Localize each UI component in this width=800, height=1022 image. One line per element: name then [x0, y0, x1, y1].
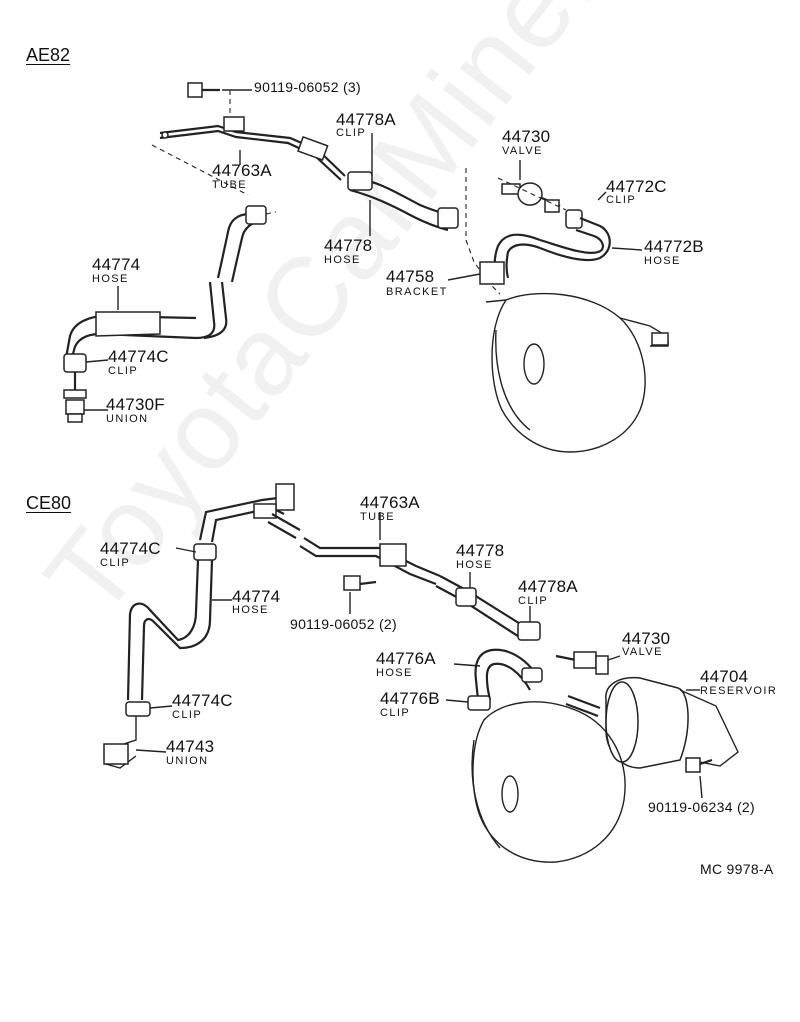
part-name-clip-main: CLIP	[108, 365, 139, 377]
part-label-hose-b: 44776A	[376, 649, 436, 668]
ae82-tube	[159, 116, 346, 181]
part-name-hose: HOSE	[456, 559, 493, 571]
part-label-clip-main: 44774C	[108, 347, 169, 366]
part-label-clip-b: 44776B	[380, 689, 440, 708]
ce80-hose-44776a	[445, 648, 543, 711]
ae82-hose-44774	[63, 205, 277, 423]
part-name-union: UNION	[106, 413, 149, 425]
ce80-reservoir	[565, 676, 739, 769]
part-label-union: 44730F	[106, 395, 165, 414]
ce80-bolt	[343, 575, 377, 614]
dashed-guide	[497, 177, 567, 211]
ce80-hose-44774	[103, 559, 232, 769]
part-label-clip: 44778A	[336, 110, 396, 129]
part-name-union: UNION	[166, 755, 209, 767]
ae82-assembly	[63, 82, 669, 453]
part-label-valve: 44730	[622, 629, 671, 648]
part-label-clip-bottom: 44774C	[172, 691, 233, 710]
part-name-hose-b: HOSE	[644, 255, 681, 267]
part-label-hose: 44778	[324, 236, 373, 255]
part-name-bracket: BRACKET	[386, 286, 448, 298]
part-name-reservoir: RESERVOIR	[700, 685, 778, 697]
part-name-clip-c: CLIP	[606, 194, 637, 206]
ce80-brake-booster	[471, 701, 626, 863]
part-name-clip-b: CLIP	[380, 707, 411, 719]
part-name-valve: VALVE	[622, 646, 663, 658]
part-name-hose-b: HOSE	[376, 667, 413, 679]
part-label-union: 44743	[166, 737, 215, 756]
part-label-tube: 44763A	[212, 161, 272, 180]
part-name-hose: HOSE	[324, 254, 361, 266]
part-label-clip: 44778A	[518, 577, 578, 596]
ce80-clip-top	[175, 543, 217, 561]
ae82-bolt	[187, 82, 220, 98]
part-label-bolt: 90119-06052 (2)	[290, 616, 397, 632]
part-label-hose-b: 44772B	[644, 237, 704, 256]
part-name-hose-main: HOSE	[232, 604, 269, 616]
leader-line	[85, 359, 109, 363]
leader-line	[611, 247, 643, 251]
part-label-tube: 44763A	[360, 493, 420, 512]
ae82-hose-44772b	[493, 209, 611, 279]
part-label-hose-main: 44774	[92, 255, 141, 274]
ce80-hose-44778	[435, 572, 541, 641]
part-label-reservoir: 44704	[700, 667, 749, 686]
ce80-valve	[555, 651, 621, 675]
dashed-guide	[151, 144, 249, 196]
part-name-tube: TUBE	[360, 511, 395, 523]
part-label-bolt-2: 90119-06234 (2)	[648, 799, 755, 815]
part-name-clip-top: CLIP	[100, 557, 131, 569]
part-label-hose-main: 44774	[232, 587, 281, 606]
section-title-ce80: CE80	[26, 493, 72, 513]
footer-code: MC 9978-A	[700, 861, 774, 877]
ae82-valve	[501, 182, 561, 213]
part-label-clip-top: 44774C	[100, 539, 161, 558]
part-name-valve: VALVE	[502, 145, 543, 157]
part-label-clip-c: 44772C	[606, 177, 667, 196]
part-label-bolt: 90119-06052 (3)	[254, 79, 361, 95]
part-label-valve: 44730	[502, 127, 551, 146]
ae82-bracket	[447, 168, 505, 295]
leader-line	[597, 191, 607, 201]
part-name-clip-bottom: CLIP	[172, 709, 203, 721]
part-name-clip: CLIP	[518, 595, 549, 607]
part-name-hose-main: HOSE	[92, 273, 129, 285]
part-label-hose: 44778	[456, 541, 505, 560]
part-name-clip: CLIP	[336, 127, 367, 139]
ae82-brake-booster	[485, 292, 669, 453]
ae82-hose-44778	[347, 171, 459, 232]
ce80-tube	[198, 483, 441, 586]
part-label-bracket: 44758	[386, 267, 435, 286]
ce80-assembly	[103, 483, 739, 863]
ce80-bolt-2	[685, 757, 713, 799]
part-name-tube: TUBE	[212, 179, 247, 191]
section-title-ae82: AE82	[26, 45, 71, 65]
